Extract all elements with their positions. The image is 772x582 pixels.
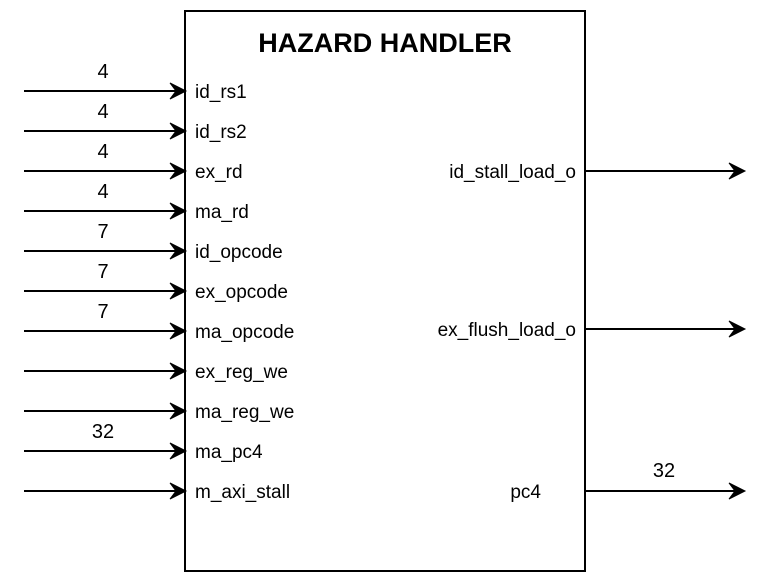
output-arrowhead <box>728 482 747 500</box>
input-port-label: ma_rd <box>195 202 249 223</box>
input-bus-width: 4 <box>97 181 108 203</box>
block-title: HAZARD HANDLER <box>258 28 511 58</box>
hazard-handler-block <box>184 10 586 572</box>
output-arrowhead <box>728 320 747 338</box>
input-arrowhead <box>169 482 188 500</box>
input-port-label: ma_pc4 <box>195 442 263 463</box>
input-port-ma-pc4: ma_pc4 32 <box>24 421 263 463</box>
input-bus-width: 4 <box>97 61 108 83</box>
input-port-label: ex_opcode <box>195 282 288 303</box>
input-arrowhead <box>169 82 188 100</box>
output-port-label: ex_flush_load_o <box>438 320 576 341</box>
output-port-label: pc4 <box>510 482 541 503</box>
output-port-pc4: pc4 32 <box>510 460 747 503</box>
input-bus-width: 4 <box>97 141 108 163</box>
input-port-ma-reg-we: ma_reg_we <box>24 402 294 423</box>
input-arrowhead <box>169 122 188 140</box>
output-port-label: id_stall_load_o <box>449 162 576 183</box>
input-port-label: id_opcode <box>195 242 283 263</box>
input-ports: id_rs14id_rs24ex_rd4ma_rd4id_opcode7ex_o… <box>24 61 294 503</box>
input-bus-width: 7 <box>97 221 108 243</box>
input-port-label: ma_opcode <box>195 322 294 343</box>
input-port-ex-rd: ex_rd 4 <box>24 141 243 183</box>
input-bus-width: 7 <box>97 261 108 283</box>
input-port-label: id_rs1 <box>195 82 247 103</box>
input-bus-width: 7 <box>97 301 108 323</box>
input-arrowhead <box>169 362 188 380</box>
input-port-ma-rd: ma_rd 4 <box>24 181 249 223</box>
input-arrowhead <box>169 202 188 220</box>
output-bus-width: 32 <box>653 460 675 482</box>
output-port-ex-flush-load-o: ex_flush_load_o <box>438 320 747 341</box>
input-arrowhead <box>169 162 188 180</box>
input-arrowhead <box>169 282 188 300</box>
output-port-id-stall-load-o: id_stall_load_o <box>449 162 747 183</box>
input-port-m-axi-stall: m_axi_stall <box>24 482 290 503</box>
input-port-id-rs2: id_rs2 4 <box>24 101 247 143</box>
input-arrowhead <box>169 322 188 340</box>
input-port-ex-opcode: ex_opcode 7 <box>24 261 288 303</box>
input-port-label: m_axi_stall <box>195 482 290 503</box>
output-arrowhead <box>728 162 747 180</box>
input-bus-width: 32 <box>92 421 114 443</box>
input-port-label: id_rs2 <box>195 122 247 143</box>
output-ports: id_stall_load_o ex_flush_load_o pc4 32 <box>438 162 747 503</box>
input-port-label: ex_reg_we <box>195 362 288 383</box>
input-bus-width: 4 <box>97 101 108 123</box>
input-port-ma-opcode: ma_opcode 7 <box>24 301 294 343</box>
input-arrowhead <box>169 402 188 420</box>
input-arrowhead <box>169 242 188 260</box>
input-arrowhead <box>169 442 188 460</box>
input-port-label: ex_rd <box>195 162 243 183</box>
input-port-id-rs1: id_rs1 4 <box>24 61 247 103</box>
input-port-label: ma_reg_we <box>195 402 294 423</box>
input-port-ex-reg-we: ex_reg_we <box>24 362 288 383</box>
input-port-id-opcode: id_opcode 7 <box>24 221 283 263</box>
